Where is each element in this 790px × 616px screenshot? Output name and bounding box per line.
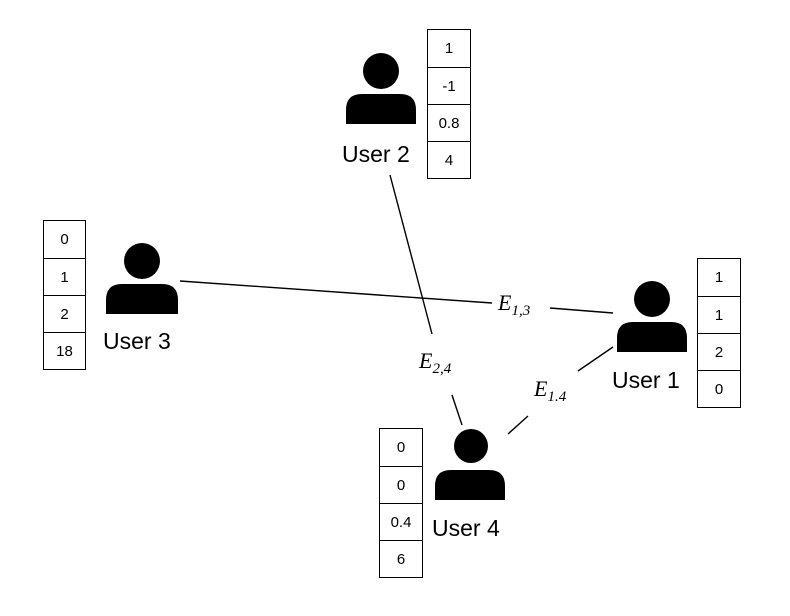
user-3-person-icon [106,243,178,314]
vector-cell: 1 [44,258,85,295]
vector-cell: 1 [444,40,454,57]
vector-cell: 18 [44,332,85,369]
edge-label-e14-sub: 1.4 [547,389,567,405]
user-4-person-icon [435,429,505,500]
edge-line-user2-user4 [389,174,433,335]
user-2-person-icon [346,53,416,124]
edge-label-e24: E2,4 [419,350,451,377]
vector-cell: 2 [44,295,85,332]
edge-line-user3-user1 [179,280,493,304]
user-3-vector: 0 1 2 18 [43,220,86,370]
user-3-label: User 3 [103,328,171,354]
vector-cell: 0 [380,466,422,503]
edge-label-e24-sub: 2,4 [432,361,452,377]
vector-cell: 1 [714,269,724,286]
edge-label-e13-sub: 1,3 [511,303,531,319]
edge-line-user3-user1 [549,307,614,314]
edge-label-e13-main: E [498,290,512,315]
edge-line-user2-user4 [451,394,463,426]
user-1-label: User 1 [612,367,680,393]
vector-cell: -1 [428,67,470,104]
vector-cell: 0 [396,439,406,456]
user-2-vector: 1 -1 0.8 4 [427,29,471,179]
edge-line-user1-user4 [507,415,529,435]
vector-cell: 4 [428,141,470,178]
edge-line-user1-user4 [577,346,614,372]
user-1-person-icon [617,281,687,352]
user-4-label: User 4 [432,515,500,541]
edge-label-e14: E1.4 [534,378,566,405]
vector-cell: 0.4 [380,503,422,540]
vector-cell: 0.8 [428,104,470,141]
vector-cell: 2 [698,333,740,370]
user-4-vector: 0 0 0.4 6 [379,428,423,578]
user-1-vector: 1 1 2 0 [697,258,741,408]
vector-cell: 0 [60,231,69,248]
user-2-label: User 2 [342,141,410,167]
edge-label-e13: E1,3 [498,292,530,319]
edge-label-e24-main: E [419,348,433,373]
vector-cell: 6 [380,540,422,577]
vector-cell: 0 [698,370,740,407]
vector-cell: 1 [698,296,740,333]
edge-label-e14-main: E [534,376,548,401]
